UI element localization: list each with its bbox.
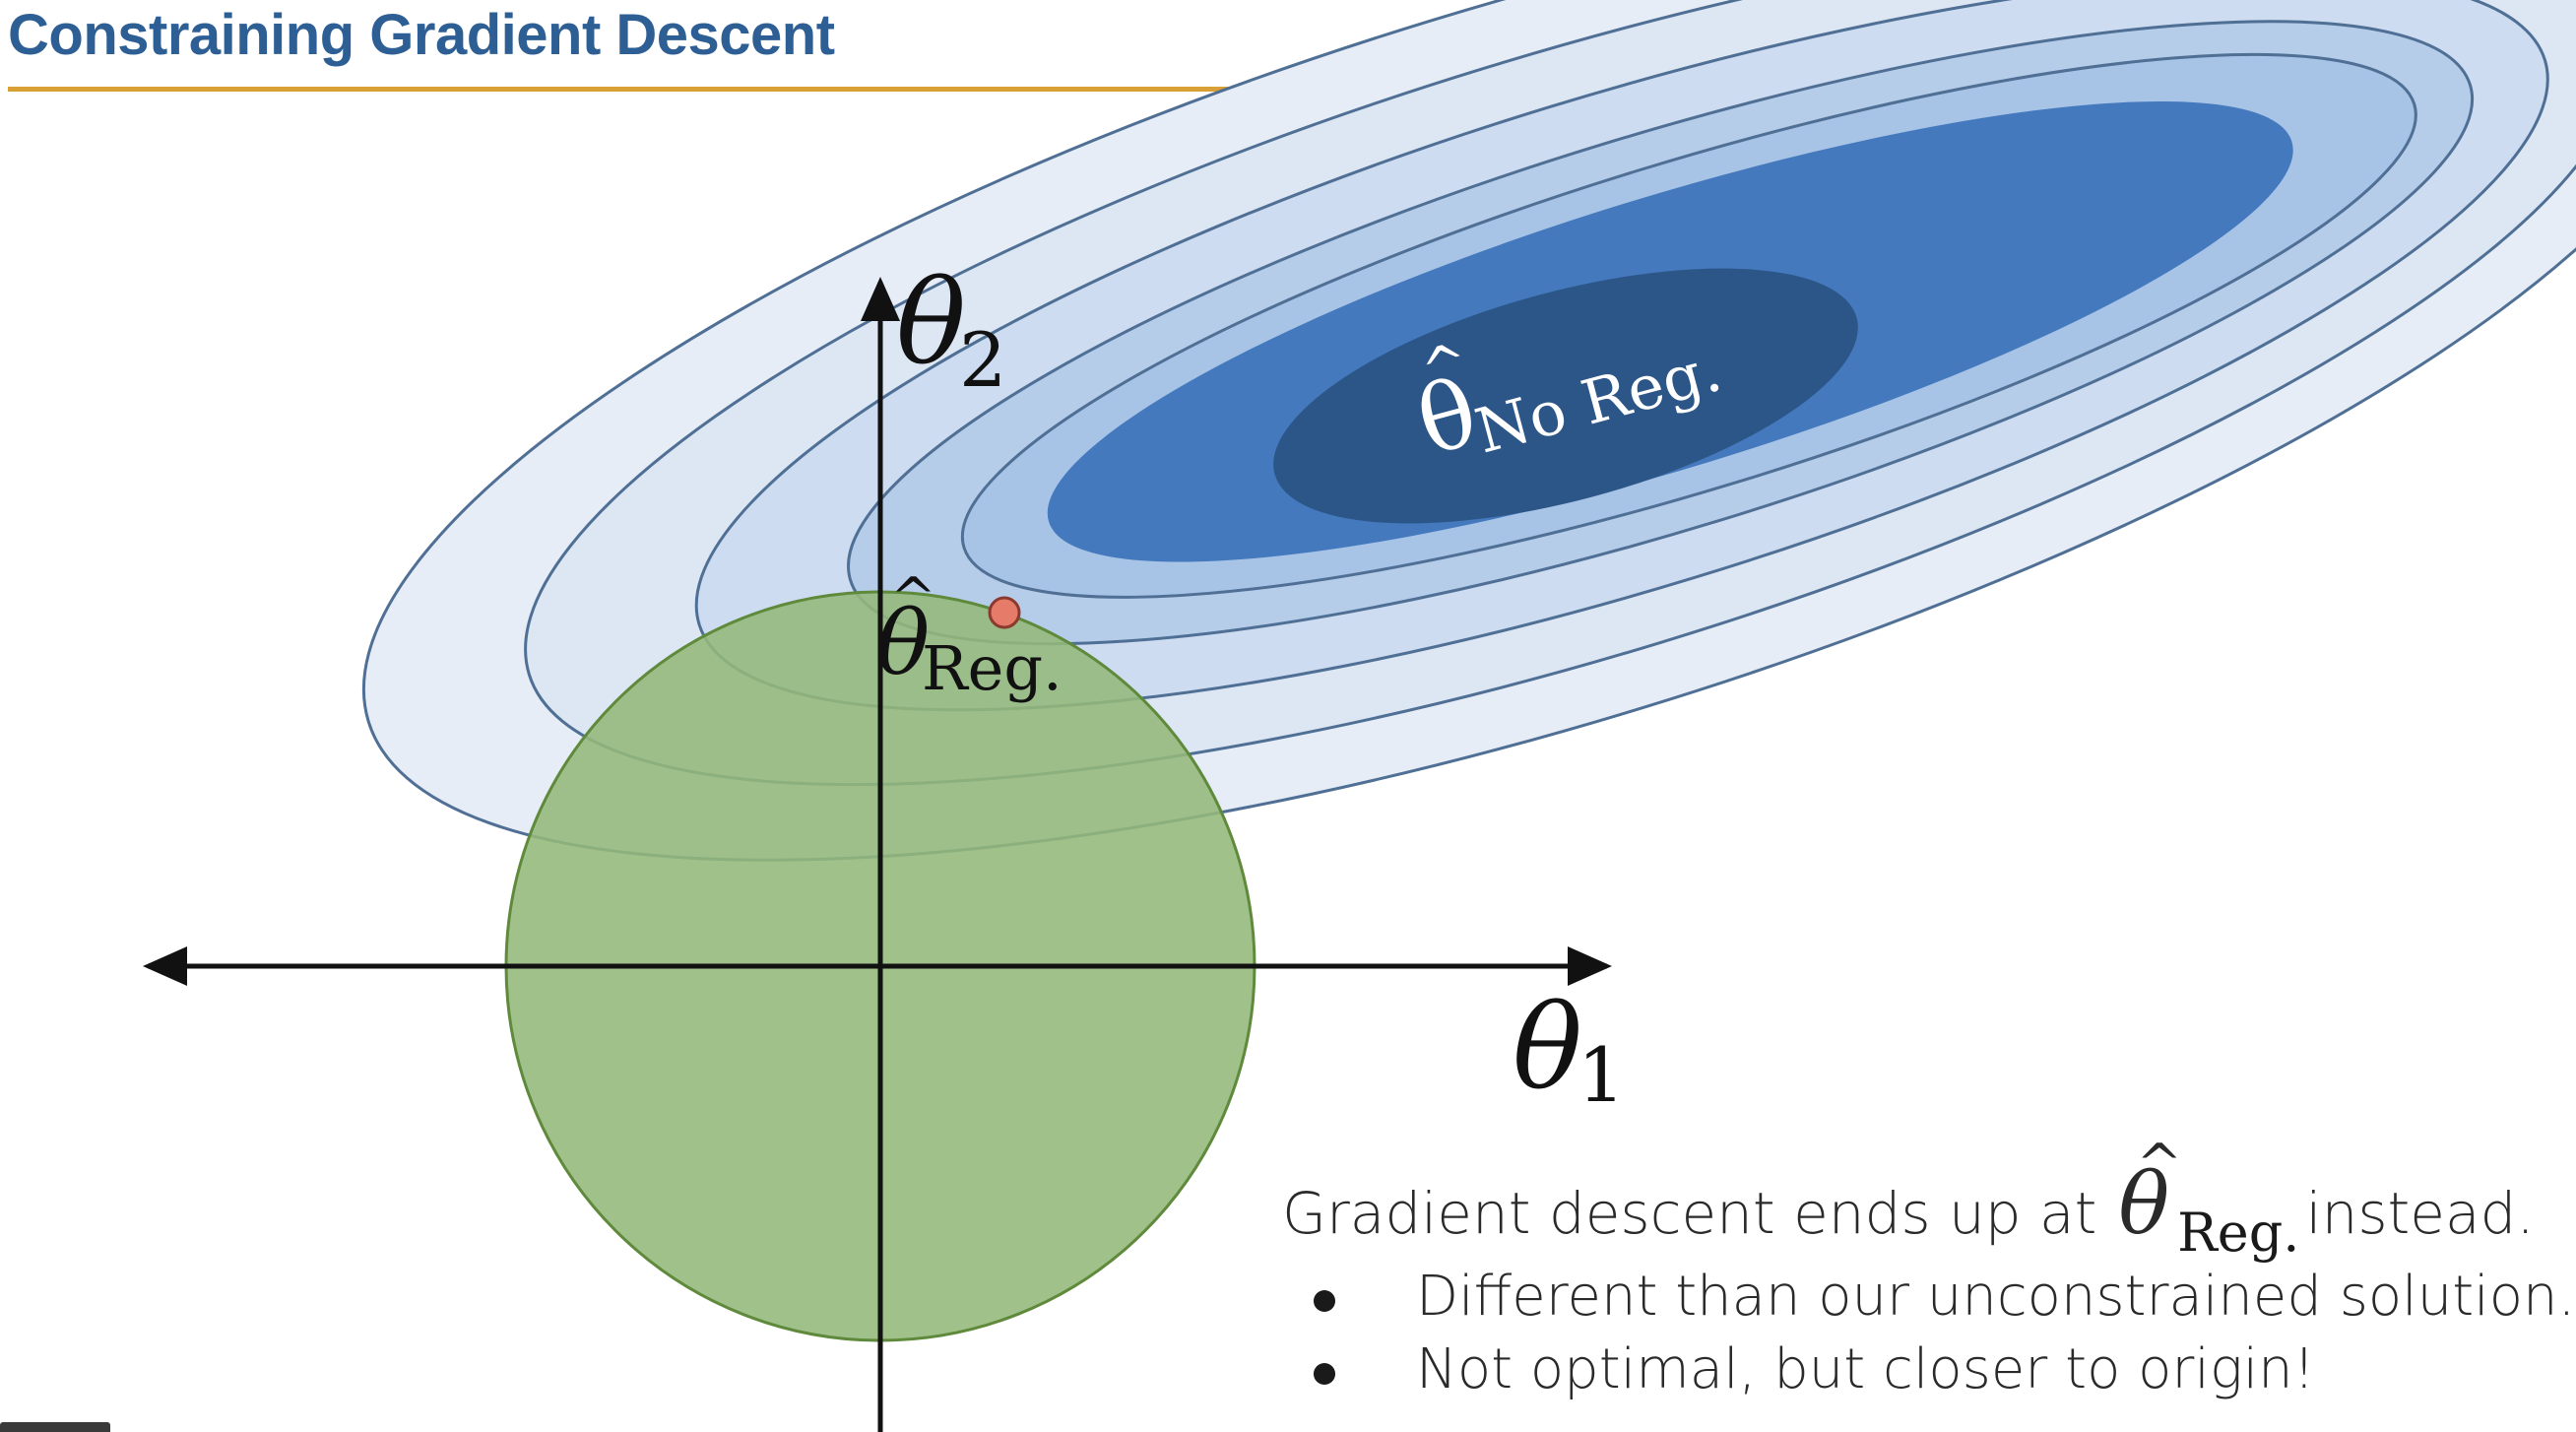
caption-prefix: Gradient descent ends up at bbox=[1282, 1180, 2097, 1247]
corner-badge bbox=[0, 1422, 110, 1432]
theta-1-label: θ bbox=[1513, 979, 1582, 1115]
theta-1-subscript: 1 bbox=[1578, 1031, 1625, 1119]
regularized-optimum-point bbox=[988, 596, 1021, 629]
caption-theta-symbol: θ bbox=[2118, 1155, 2170, 1254]
reg-subscript: Reg. bbox=[922, 632, 1063, 704]
bullet-list: Different than our unconstrained solutio… bbox=[1312, 1261, 2575, 1406]
slide-title: Constraining Gradient Descent bbox=[8, 3, 835, 67]
reg-hat: ^ bbox=[890, 566, 936, 630]
contour-core bbox=[1273, 268, 1858, 524]
bullet-item: Different than our unconstrained solutio… bbox=[1312, 1261, 2575, 1334]
title-underline bbox=[8, 87, 1294, 92]
theta-2-subscript: 2 bbox=[959, 316, 1006, 404]
caption-theta: ^θ bbox=[2118, 1133, 2182, 1247]
caption-theta-subscript: Reg. bbox=[2177, 1202, 2300, 1264]
caption-suffix: instead. bbox=[2305, 1180, 2535, 1247]
reg-theta: θ bbox=[876, 592, 930, 695]
bullet-item: Not optimal, but closer to origin! bbox=[1312, 1334, 2575, 1406]
theta-2-label: θ bbox=[896, 254, 966, 390]
caption-theta-hat: ^ bbox=[2136, 1133, 2183, 1197]
